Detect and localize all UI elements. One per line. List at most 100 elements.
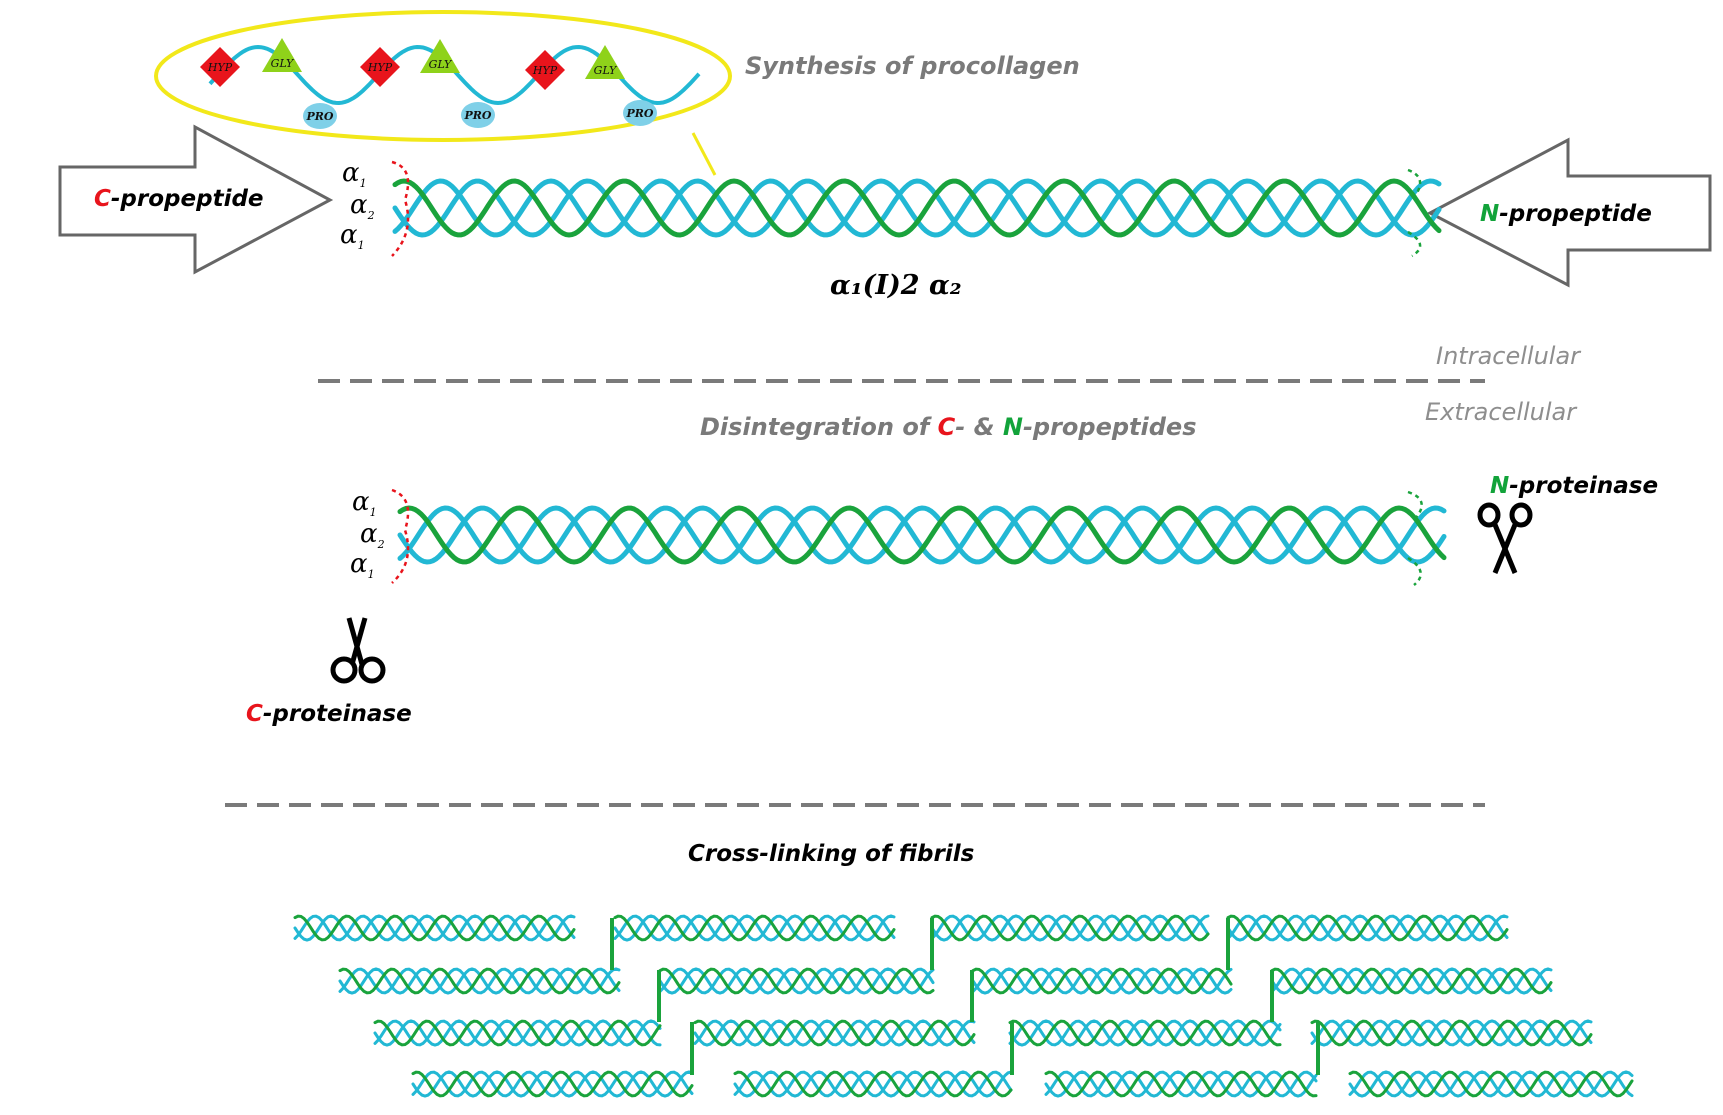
alpha-letter: α xyxy=(360,519,378,549)
alpha-label-2: α2 xyxy=(350,190,375,222)
fibril-r2-s0-chain-3 xyxy=(373,1019,662,1047)
c-end-dotted-cap xyxy=(391,160,410,257)
proteinase-text: -proteinase xyxy=(262,701,412,727)
triple-helix-tropocollagen xyxy=(397,505,1447,565)
alpha-letter: α xyxy=(342,158,360,188)
hyp-label: HYP xyxy=(207,61,233,74)
alpha-label-3: α1 xyxy=(340,220,365,252)
fibril-r0-s2-chain-3 xyxy=(930,914,1210,942)
n-letter: N xyxy=(1490,473,1510,499)
proteinase-text: -proteinase xyxy=(1509,473,1659,499)
alpha-subscript: 2 xyxy=(367,209,375,223)
gly-triangle-icon xyxy=(585,45,625,79)
tropocollagen-chain-3 xyxy=(397,505,1447,565)
fibril-r2-s0-chain-2 xyxy=(373,1019,662,1047)
fibril-r0-s2-chain-2 xyxy=(930,914,1210,942)
alpha-subscript: 1 xyxy=(359,177,367,191)
alpha-subscript: 1 xyxy=(357,239,365,253)
hyp-label: HYP xyxy=(532,64,558,77)
alpha-letter: α xyxy=(340,220,358,250)
alpha-subscript: 1 xyxy=(367,568,375,582)
fibril-r3-s1-chain-2 xyxy=(733,1070,1013,1098)
alpha-label-1: α1 xyxy=(342,158,367,190)
fibril-r3-s1-chain-1 xyxy=(733,1070,1013,1098)
c-letter: C xyxy=(937,413,956,441)
triple-helix-procollagen xyxy=(392,178,1442,238)
fibril-r3-s3-chain-2 xyxy=(1348,1070,1634,1098)
synthesis-callout-ellipse xyxy=(154,10,732,142)
alpha-label-4: α1 xyxy=(352,487,377,519)
callout-pointer-line xyxy=(691,132,717,176)
procollagen-chain-wave: HYP HYP HYP GLY GLY GLY PRO PRO PRO xyxy=(200,38,701,129)
fibril-r3-s3-chain-1 xyxy=(1348,1070,1634,1098)
propeptide-text: -propeptide xyxy=(110,186,264,212)
fibril-r1-s2-chain-2 xyxy=(971,967,1233,995)
pro-label: PRO xyxy=(626,107,654,120)
alpha-subscript: 2 xyxy=(377,538,385,552)
procollagen-chain-3 xyxy=(392,178,1442,238)
procollagen-chain-2 xyxy=(392,178,1442,238)
pro-ellipse-icon xyxy=(303,103,337,129)
fibril-r3-s2-chain-2 xyxy=(1044,1070,1318,1098)
fibril-r1-s1-chain-1 xyxy=(658,967,935,995)
c-propeptide-label: C-propeptide xyxy=(94,186,264,212)
fibril-r0-s3-chain-3 xyxy=(1226,914,1509,942)
fibril-r0-s0-chain-2 xyxy=(293,914,576,942)
pro-label: PRO xyxy=(464,109,492,122)
c-proteinase-label: C-proteinase xyxy=(246,701,412,727)
gly-label: GLY xyxy=(429,58,453,71)
alpha-subscript: 1 xyxy=(369,506,377,520)
disintegration-text: - & xyxy=(955,413,1003,441)
alpha-label-5: α2 xyxy=(360,519,385,551)
fibril-r1-s2-chain-3 xyxy=(971,967,1233,995)
c-proteinase-scissors-icon xyxy=(330,617,386,684)
pro-label: PRO xyxy=(306,110,334,123)
disintegration-text: Disintegration of xyxy=(700,413,938,441)
fibril-r3-s0-chain-3 xyxy=(411,1070,694,1098)
fibril-r2-s2-chain-1 xyxy=(1008,1019,1282,1047)
pro-ellipse-icon xyxy=(461,102,495,128)
n-end-dotted-cap-2 xyxy=(1407,490,1423,586)
hyp-diamond-icon xyxy=(525,50,565,90)
hyp-diamond-icon xyxy=(360,47,400,87)
n-proteinase-label: N-proteinase xyxy=(1490,473,1658,499)
disintegration-label: Disintegration of C- & N-propeptides xyxy=(700,413,1197,441)
fibril-r0-s2-chain-1 xyxy=(930,914,1210,942)
extracellular-label: Extracellular xyxy=(1425,398,1577,426)
alpha-letter: α xyxy=(352,487,370,517)
fibril-r2-s2-chain-3 xyxy=(1008,1019,1282,1047)
fibril-r3-s2-chain-3 xyxy=(1044,1070,1318,1098)
fibril-r3-s2-chain-1 xyxy=(1044,1070,1318,1098)
gly-triangle-icon xyxy=(420,39,460,73)
fibril-r2-s1-chain-2 xyxy=(693,1019,976,1047)
fibril-r1-s3-chain-2 xyxy=(1270,967,1553,995)
alpha-letter: α xyxy=(350,190,368,220)
fibril-r1-s3-chain-3 xyxy=(1270,967,1553,995)
n-propeptide-arrow-icon xyxy=(1426,137,1712,288)
disintegration-text: -propeptides xyxy=(1022,413,1197,441)
fibril-r0-s1-chain-3 xyxy=(613,914,896,942)
hyp-label: HYP xyxy=(367,61,393,74)
fibril-r3-s3-chain-3 xyxy=(1348,1070,1634,1098)
n-letter: N xyxy=(1002,413,1023,441)
tropocollagen-chain-2 xyxy=(397,505,1447,565)
gly-label: GLY xyxy=(594,64,618,77)
fibril-r0-s3-chain-2 xyxy=(1226,914,1509,942)
fibril-r3-s0-chain-2 xyxy=(411,1070,694,1098)
fibril-r1-s0-chain-3 xyxy=(338,967,621,995)
c-propeptide-arrow-icon xyxy=(58,124,334,275)
propeptide-text: -propeptide xyxy=(1499,201,1652,227)
fibril-r2-s3-chain-2 xyxy=(1310,1019,1593,1047)
fibril-r2-s0-chain-1 xyxy=(373,1019,662,1047)
alpha-label-6: α1 xyxy=(350,549,375,581)
gly-triangle-icon xyxy=(262,38,302,72)
alpha-letter: α xyxy=(350,549,368,579)
fibril-r1-s2-chain-1 xyxy=(971,967,1233,995)
n-letter: N xyxy=(1480,201,1500,227)
synthesis-label: Synthesis of procollagen xyxy=(745,52,1080,80)
fibril-r2-s3-chain-3 xyxy=(1310,1019,1593,1047)
fibril-r0-s0-chain-3 xyxy=(293,914,576,942)
gly-label: GLY xyxy=(271,57,295,70)
